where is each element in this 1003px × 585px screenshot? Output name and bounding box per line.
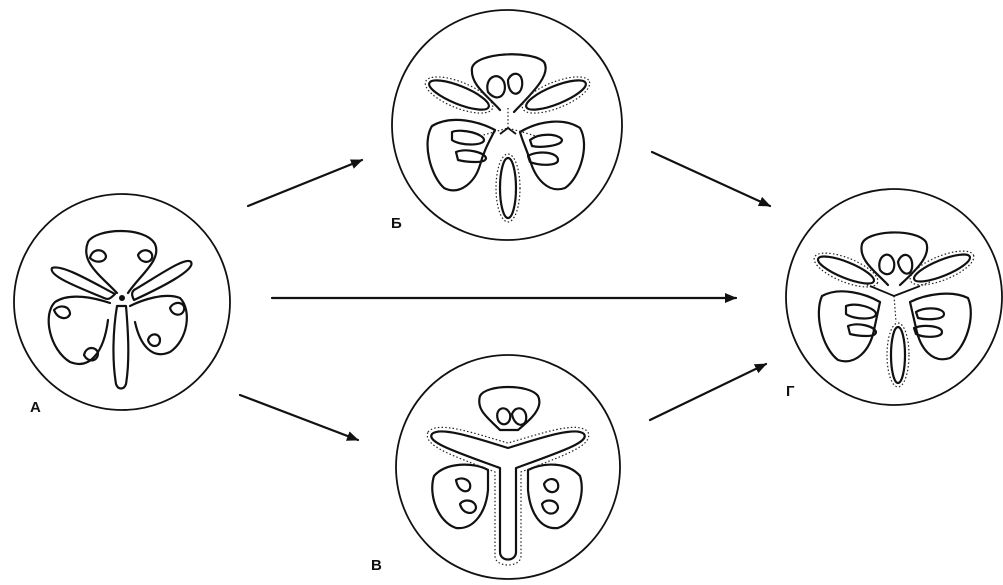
lobe-right bbox=[528, 465, 582, 529]
arrow-a-to-v bbox=[240, 395, 358, 440]
arrows bbox=[240, 152, 770, 440]
petal-left bbox=[426, 75, 492, 116]
arrow-a-to-b bbox=[248, 160, 362, 206]
arrow-b-to-g bbox=[652, 152, 770, 206]
arm-right bbox=[132, 261, 191, 300]
circle-a bbox=[14, 194, 230, 410]
label-v: В bbox=[371, 557, 382, 574]
circle-v bbox=[396, 355, 620, 579]
arrow-v-to-g bbox=[650, 364, 766, 420]
petal-bottom bbox=[500, 158, 516, 218]
lobe-top bbox=[479, 387, 539, 430]
fused-septum bbox=[431, 431, 585, 559]
arm-left bbox=[52, 267, 115, 299]
circle-v-outline bbox=[396, 355, 620, 579]
label-b: Б bbox=[391, 215, 402, 232]
label-a: А bbox=[30, 399, 41, 416]
circle-b bbox=[392, 10, 622, 240]
arm-bottom bbox=[113, 306, 128, 389]
circle-g bbox=[786, 189, 1002, 405]
petal-bottom bbox=[891, 327, 905, 383]
lobe-left bbox=[432, 465, 488, 529]
label-g: Г bbox=[786, 383, 795, 400]
circle-a-outline bbox=[14, 194, 230, 410]
circle-b-outline bbox=[392, 10, 622, 240]
petal-left bbox=[815, 251, 877, 288]
